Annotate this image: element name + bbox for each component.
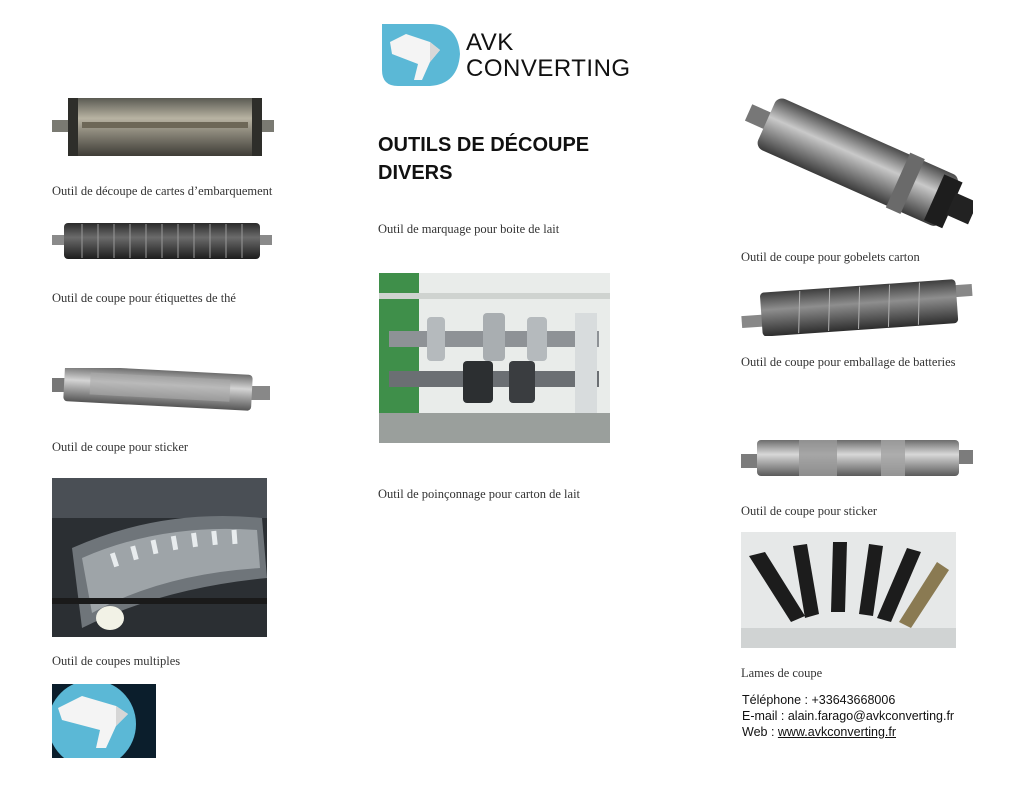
brand-line2: CONVERTING	[466, 55, 631, 82]
page-title: OUTILS DE DÉCOUPE DIVERS	[378, 131, 589, 187]
sticker-tool-left-image	[52, 368, 270, 412]
sticker-tool-right-image	[741, 436, 973, 480]
caption-boarding-cards: Outil de découpe de cartes d’embarquemen…	[52, 184, 273, 198]
contact-web: Web : www.avkconverting.fr	[742, 724, 954, 740]
small-logo-image	[52, 684, 156, 758]
paper-cup-tool-image	[741, 94, 973, 234]
caption-sticker-left: Outil de coupe pour sticker	[52, 440, 189, 454]
caption-tea-labels: Outil de coupe pour étiquettes de thé	[52, 291, 236, 305]
avk-logo-icon	[382, 24, 460, 86]
caption-sticker-right: Outil de coupe pour sticker	[741, 504, 878, 518]
cutting-blades-image	[741, 532, 956, 648]
caption-paper-cups: Outil de coupe pour gobelets carton	[741, 250, 920, 264]
contact-email: E-mail : alain.farago@avkconverting.fr	[742, 709, 955, 723]
caption-blades: Lames de coupe	[741, 666, 823, 680]
tea-label-tool-image	[52, 221, 272, 261]
contact-block: Téléphone : +33643668006 E-mail : alain.…	[742, 692, 954, 740]
caption-battery-packaging: Outil de coupe pour emballage de batteri…	[741, 355, 956, 369]
page-title-line2: DIVERS	[378, 162, 453, 184]
contact-web-label: Web :	[742, 725, 778, 739]
caption-multiple-cuts: Outil de coupes multiples	[52, 654, 181, 668]
boarding-card-tool-image	[52, 96, 274, 158]
multiple-cuts-tool-image	[52, 478, 267, 637]
caption-milk-carton-punching: Outil de poinçonnage pour carton de lait	[378, 487, 581, 501]
caption-milk-box-marking: Outil de marquage pour boite de lait	[378, 222, 560, 236]
milk-box-marking-tool-image	[379, 273, 610, 443]
page-title-line1: OUTILS DE DÉCOUPE	[378, 134, 590, 156]
battery-packaging-tool-image	[741, 278, 973, 336]
website-link[interactable]: www.avkconverting.fr	[777, 725, 897, 739]
brand-logo	[378, 20, 464, 88]
avk-small-logo-icon	[52, 684, 156, 758]
contact-phone: Téléphone : +33643668006	[742, 693, 896, 707]
brand-name: AVK CONVERTING	[466, 30, 631, 82]
brand-line1: AVK	[466, 29, 514, 56]
